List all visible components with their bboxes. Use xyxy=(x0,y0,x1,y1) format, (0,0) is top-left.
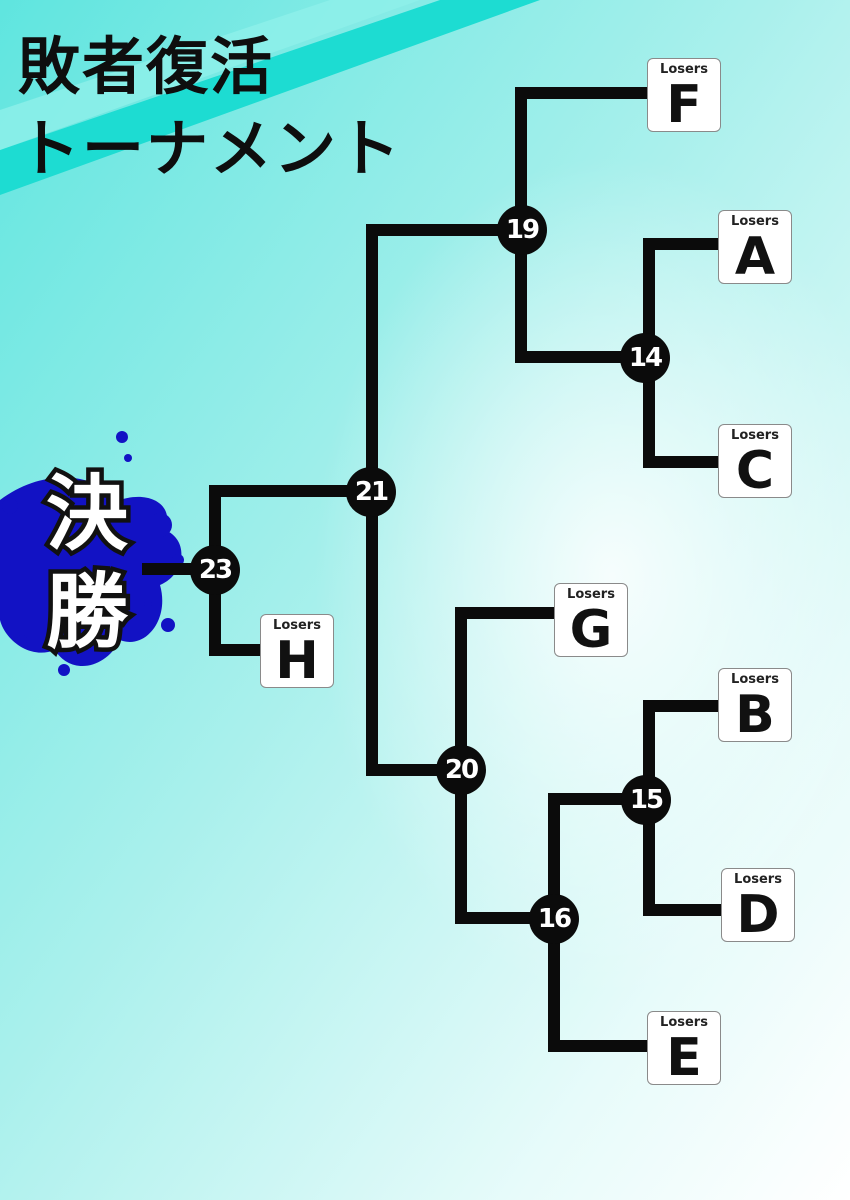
team-card-e[interactable]: Losers E xyxy=(647,1011,721,1085)
match-node-20[interactable]: 20 xyxy=(436,745,486,795)
match-node-21[interactable]: 21 xyxy=(346,467,396,517)
match-node-23[interactable]: 23 xyxy=(190,545,240,595)
paint-splash xyxy=(0,431,184,676)
team-card-g[interactable]: Losers G xyxy=(554,583,628,657)
team-card-f[interactable]: Losers F xyxy=(647,58,721,132)
team-card-a[interactable]: Losers A xyxy=(718,210,792,284)
team-tag: Losers xyxy=(273,618,321,633)
accent-stripe-light xyxy=(0,0,420,150)
finals-label-bottom: 勝 xyxy=(41,565,132,660)
team-tag: Losers xyxy=(731,428,779,443)
team-card-b[interactable]: Losers B xyxy=(718,668,792,742)
team-card-c[interactable]: Losers C xyxy=(718,424,792,498)
team-tag: Losers xyxy=(734,872,782,887)
match-node-14[interactable]: 14 xyxy=(620,333,670,383)
finals-label-top: 決 xyxy=(41,467,132,562)
match-node-15[interactable]: 15 xyxy=(621,775,671,825)
match-node-19[interactable]: 19 xyxy=(497,205,547,255)
team-tag: Losers xyxy=(731,214,779,229)
match-node-16[interactable]: 16 xyxy=(529,894,579,944)
team-tag: Losers xyxy=(660,62,708,77)
team-letter: H xyxy=(275,631,319,688)
team-letter: B xyxy=(735,685,775,742)
team-card-d[interactable]: Losers D xyxy=(721,868,795,942)
team-letter: G xyxy=(569,600,613,657)
team-letter: F xyxy=(666,75,702,132)
accent-stripe xyxy=(0,0,540,195)
team-letter: C xyxy=(735,441,775,498)
team-card-h[interactable]: Losers H xyxy=(260,614,334,688)
team-letter: D xyxy=(736,885,780,942)
team-tag: Losers xyxy=(660,1015,708,1030)
team-tag: Losers xyxy=(731,672,779,687)
team-letter: A xyxy=(734,227,776,284)
team-tag: Losers xyxy=(567,587,615,602)
title-line-2: トーナメント xyxy=(18,112,403,185)
title-line-1: 敗者復活 xyxy=(18,30,275,103)
team-letter: E xyxy=(666,1028,702,1085)
